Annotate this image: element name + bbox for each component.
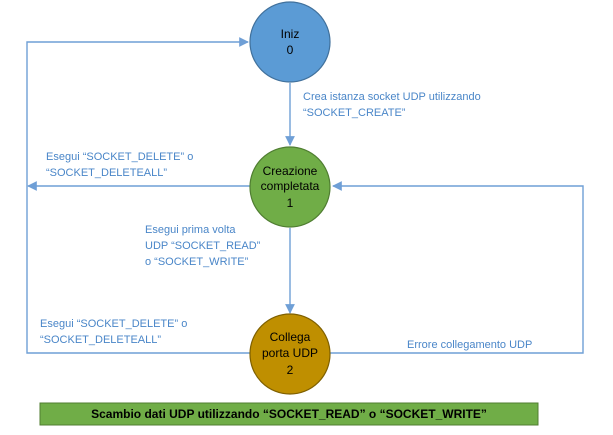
- edge-label-first-rw-line2: UDP “SOCKET_READ”: [145, 240, 261, 252]
- state-created-number: 1: [287, 196, 294, 210]
- edge-label-delete-bottom-line2: “SOCKET_DELETEALL”: [40, 334, 161, 346]
- edge-bound-to-init-loop: [26, 37, 252, 354]
- edge-label-bind-error: Errore collegamento UDP: [407, 339, 532, 351]
- footer-banner: Scambio dati UDP utilizzando “SOCKET_REA…: [39, 402, 539, 426]
- state-circle-init: [249, 1, 331, 83]
- edge-label-first-rw-line3: o “SOCKET_WRITE”: [145, 256, 249, 268]
- edge-label-first-rw-line1: Esegui prima volta: [145, 224, 236, 236]
- edge-bound-error-loop: [328, 181, 584, 354]
- state-bound-label-line2: porta UDP: [262, 346, 318, 360]
- state-init-number: 0: [287, 43, 294, 57]
- state-node-created: Creazione completata 1: [249, 146, 331, 228]
- edge-label-delete-bottom-line1: Esegui “SOCKET_DELETE” o: [40, 318, 187, 330]
- edge-label-delete-top-line2: “SOCKET_DELETEALL”: [46, 167, 167, 179]
- footer-banner-box: [39, 402, 539, 426]
- state-bound-number: 2: [287, 363, 294, 377]
- state-circle-created: [249, 146, 331, 228]
- edge-label-create-line2: “SOCKET_CREATE”: [303, 107, 406, 119]
- edge-label-delete-top-line1: Esegui “SOCKET_DELETE” o: [46, 151, 193, 163]
- state-created-label-line1: Creazione: [263, 164, 318, 178]
- state-circle-bound: [249, 313, 331, 395]
- state-bound-label-line1: Collega: [270, 330, 311, 344]
- state-node-bound: Collega porta UDP 2: [249, 313, 331, 395]
- edge-label-create-line1: Crea istanza socket UDP utilizzando: [303, 91, 481, 103]
- footer-banner-text: Scambio dati UDP utilizzando “SOCKET_REA…: [91, 407, 487, 421]
- state-node-init: Iniz 0: [249, 1, 331, 83]
- state-init-label: Iniz: [281, 27, 300, 41]
- state-created-label-line2: completata: [261, 179, 320, 193]
